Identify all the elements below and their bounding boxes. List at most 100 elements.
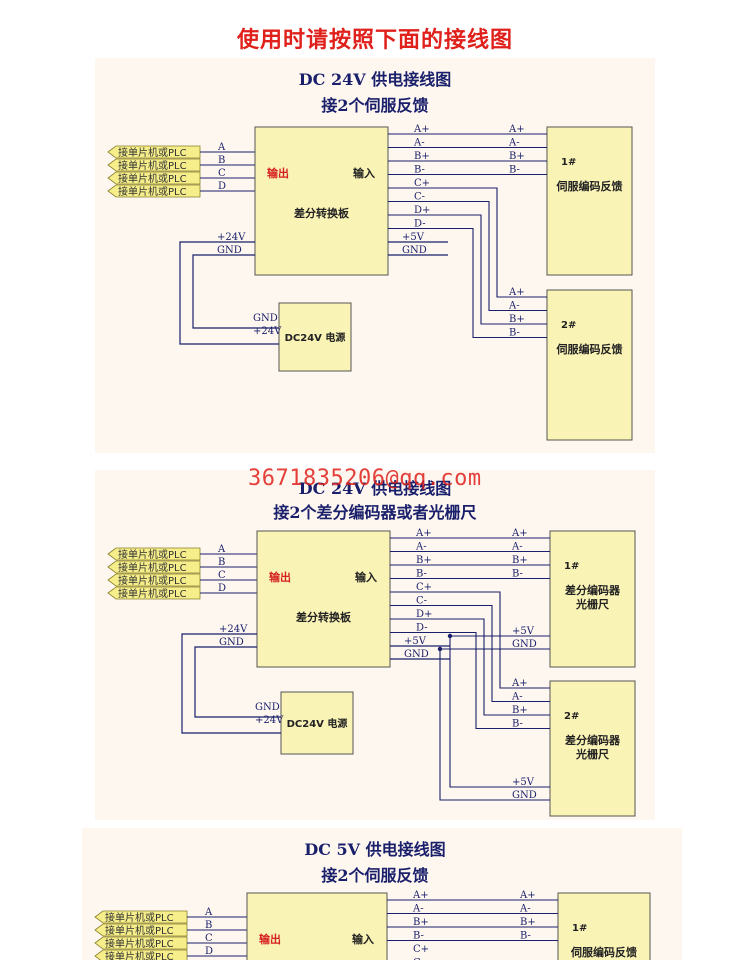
sec1-wire-b2-0 [388, 187, 547, 298]
sec1-input-pin-B: B [218, 155, 225, 166]
sec2-out-pin-6: D+ [416, 609, 432, 620]
sec3-input-label: 输入 [352, 932, 374, 946]
sec1-out-pin-0: A+ [413, 124, 430, 135]
sec1-left-gnd-label: GND [217, 245, 242, 256]
sec3-out-pin-3: B- [413, 931, 424, 942]
sec2-wire-24v [181, 633, 281, 734]
sec3-b1-pin-3: B- [520, 931, 531, 942]
sec3-device-1-num: 1# [572, 923, 587, 934]
sec1-left-24v-label: +24V [217, 232, 246, 243]
sec1-device-2-num: 2# [561, 320, 576, 331]
sec2-wire-b2-1 [390, 604, 550, 703]
sec1-out-pin-5: C- [414, 192, 425, 203]
sec2-ps-gnd-label: GND [255, 702, 280, 713]
sec3-mcu-tag-0-label: 接单片机或PLC [105, 911, 174, 924]
sec2-b2-pin-0: A+ [511, 678, 528, 689]
sec2-device-box-2 [549, 680, 636, 817]
sec2-input-label: 输入 [355, 570, 377, 584]
section-1-title: DC 24V 供电接线图 [298, 70, 452, 89]
sec3-input-pin-D: D [205, 946, 213, 957]
section-2-title: DC 24V 供电接线图 [298, 479, 452, 498]
sec1-wire-b2-2 [388, 214, 547, 325]
sec2-b2-5v-label: +5V [512, 777, 535, 788]
sec1-b2-pin-0: A+ [508, 287, 525, 298]
sec1-device-2-text: 伺服编码反馈 [556, 342, 623, 356]
sec3-b1-pin-0: A+ [519, 890, 536, 901]
sec2-b1-pin-2: B+ [512, 555, 528, 566]
sec2-out-5v-label: +5V [404, 636, 427, 647]
sec1-out-pin-4: C+ [414, 178, 430, 189]
sec1-input-pin-A: A [217, 142, 226, 153]
sec2-b2-pin-3: B- [512, 719, 523, 730]
sec1-mcu-tag-1-label: 接单片机或PLC [118, 159, 187, 172]
sec2-out-pin-7: D- [416, 623, 428, 634]
sec1-wire-24v [179, 241, 279, 345]
sec1-converter-label: 差分转换板 [294, 206, 350, 220]
sec2-device-2-num: 2# [564, 711, 579, 722]
sec2-device-2-text: 差分编码器 [565, 733, 621, 747]
sec2-wire-b2-0 [390, 591, 550, 689]
sec2-b1-pin-1: A- [511, 542, 523, 553]
section-3-subtitle: 接2个伺服反馈 [321, 866, 429, 885]
sec3-out-pin-0: A+ [412, 890, 429, 901]
sec2-power-supply-box [280, 691, 354, 755]
sec2-output-label: 输出 [269, 570, 291, 584]
sec1-power-supply-box [278, 302, 352, 372]
sec1-wire-b2-1 [388, 200, 547, 312]
sec1-b1-pin-1: A- [508, 138, 520, 149]
sec2-input-pin-A: A [217, 544, 226, 555]
sec1-wire-b2-3 [388, 227, 547, 339]
sec2-out-gnd-label: GND [404, 649, 429, 660]
sec2-device-1-text2: 光栅尺 [575, 597, 609, 611]
sec1-b2-pin-3: B- [509, 328, 520, 339]
sec1-ps-24v-label: +24V [253, 326, 282, 337]
sec2-left-gnd-label: GND [219, 637, 244, 648]
sec2-out-pin-2: B+ [416, 555, 432, 566]
sec1-output-label: 输出 [267, 166, 289, 180]
sec2-mcu-tag-3-label: 接单片机或PLC [118, 587, 187, 600]
sec2-left-24v-label: +24V [219, 624, 248, 635]
sec2-device-1-num: 1# [564, 561, 579, 572]
section-2-subtitle: 接2个差分编码器或者光栅尺 [273, 503, 477, 522]
sec1-mcu-tag-2-label: 接单片机或PLC [118, 172, 187, 185]
sec2-b1-gnd-label: GND [512, 639, 537, 650]
sec1-device-1-text: 伺服编码反馈 [556, 179, 623, 193]
sec2-b2-gnd-wire [439, 649, 550, 801]
sec3-input-pin-A: A [204, 907, 213, 918]
sec2-device-1-text: 差分编码器 [565, 583, 621, 597]
sec3-mcu-tag-2-label: 接单片机或PLC [105, 937, 174, 950]
sec2-b1-pin-3: B- [512, 569, 523, 580]
sec3-out-pin-4: C+ [413, 944, 429, 955]
sec1-out-gnd-label: GND [402, 245, 427, 256]
sec3-out-pin-5: C- [413, 958, 424, 960]
sec2-out-pin-5: C- [416, 596, 427, 607]
sec3-input-pin-C: C [205, 933, 213, 944]
sec1-b2-pin-1: A- [508, 301, 520, 312]
sec1-out-pin-2: B+ [414, 151, 430, 162]
sec2-converter-label: 差分转换板 [296, 610, 352, 624]
sec2-input-pin-B: B [218, 557, 225, 568]
sec2-mcu-tag-2-label: 接单片机或PLC [118, 574, 187, 587]
sec1-b1-pin-0: A+ [508, 124, 525, 135]
sec3-device-box-1 [557, 892, 651, 960]
sec3-out-pin-2: B+ [413, 917, 429, 928]
watermark-text: 3671835206@qq.com [248, 466, 482, 491]
sec2-out-pin-0: A+ [415, 528, 432, 539]
sec1-device-1-num: 1# [561, 157, 576, 168]
sec1-ps-gnd-label: GND [253, 313, 278, 324]
sec2-wire-b2-3 [390, 631, 550, 730]
sec2-b2-pin-1: A- [511, 692, 523, 703]
sec2-device-2-text2: 光栅尺 [575, 747, 609, 761]
sec1-mcu-tag-0-label: 接单片机或PLC [118, 146, 187, 159]
sec2-out-pin-4: C+ [416, 582, 432, 593]
sec1-b2-pin-2: B+ [509, 314, 525, 325]
sec2-mcu-tag-1-label: 接单片机或PLC [118, 561, 187, 574]
sec2-wire-b2-2 [390, 618, 550, 716]
sec3-mcu-tag-1-label: 接单片机或PLC [105, 924, 174, 937]
sec1-out-pin-3: B- [414, 165, 425, 176]
sec2-power-supply-label: DC24V 电源 [287, 717, 348, 730]
sec1-input-label: 输入 [353, 166, 375, 180]
sec2-b2-gnd-label: GND [512, 790, 537, 801]
sec1-wire-gnd [192, 254, 279, 329]
sec1-b1-pin-2: B+ [509, 151, 525, 162]
